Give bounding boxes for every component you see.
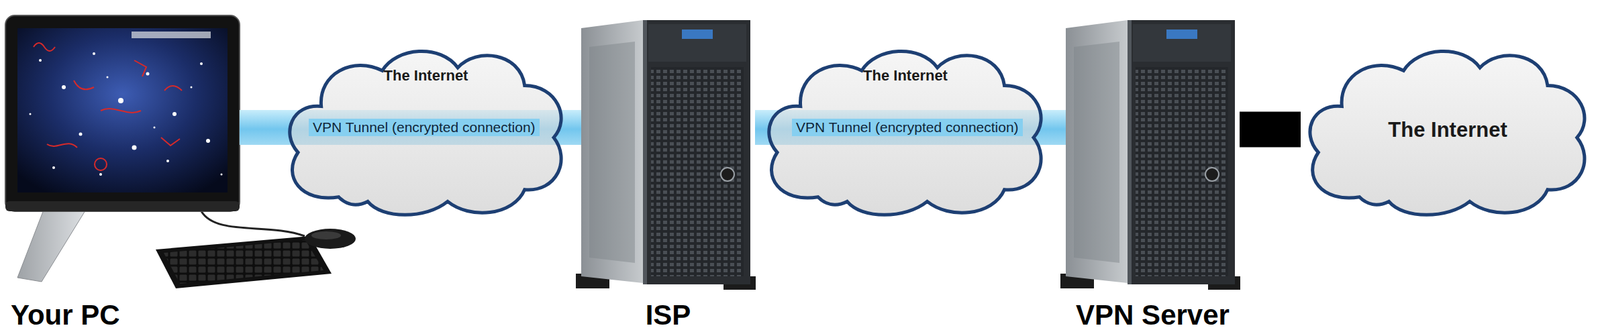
computer-illustration-part-part — [100, 108, 141, 113]
vpn-server: VPN Server — [1065, 20, 1240, 331]
server-tower-part — [1073, 41, 1120, 264]
computer-illustration-part-part — [172, 112, 177, 117]
computer-illustration-part — [304, 228, 356, 249]
server-tower-part — [720, 167, 735, 182]
server-tower-part — [1132, 24, 1231, 62]
cloud-label: The Internet — [383, 67, 469, 84]
server-tower-part — [642, 20, 751, 285]
server-tower-part — [642, 20, 647, 285]
computer-illustration-part-part — [200, 62, 203, 66]
cloud-label: The Internet — [1387, 118, 1507, 142]
server-tower-part — [1065, 20, 1128, 284]
computer-illustration-part-part — [29, 113, 32, 116]
cloud-outline — [1310, 51, 1585, 215]
computer-illustration-part — [311, 231, 341, 240]
computer-illustration-part — [29, 52, 223, 176]
computer-illustration-part-part — [106, 76, 109, 79]
server-tower-part — [1127, 20, 1235, 285]
computer-illustration-part-part — [118, 97, 124, 104]
computer-illustration-part-part — [79, 132, 83, 137]
edge-label-holder: VPN Tunnel (encrypted connection) — [308, 118, 540, 137]
computer-illustration-part-part — [61, 85, 66, 90]
computer-illustration-part-part — [46, 143, 78, 148]
computer-illustration-part-part — [94, 158, 107, 171]
server-tower-part — [589, 41, 635, 264]
server-tower-part — [1127, 20, 1132, 285]
edge-label-holder: VPN Tunnel (encrypted connection) — [791, 118, 1023, 137]
tunnel-label: VPN Tunnel (encrypted connection) — [791, 118, 1023, 137]
cloud-outline — [769, 51, 1041, 215]
computer-illustration-part-part — [206, 138, 211, 143]
computer-illustration-part-part — [38, 59, 42, 62]
computer-illustration-part-part — [146, 72, 150, 76]
computer-illustration-part — [5, 201, 240, 212]
computer-illustration-part-part — [52, 166, 56, 170]
computer-illustration-part — [163, 240, 324, 284]
computer-illustration-part-part — [92, 52, 96, 56]
computer-illustration-part-part — [33, 42, 56, 52]
computer-illustration-part-part — [134, 60, 147, 77]
computer-illustration-part-part — [164, 85, 182, 91]
computer: Your PC — [5, 15, 240, 331]
server-tower-part — [1135, 67, 1229, 277]
computer-illustration-part-part — [166, 159, 170, 163]
computer-illustration-part — [131, 31, 211, 39]
device-label: ISP — [645, 300, 692, 331]
cloud-label: The Internet — [863, 67, 948, 84]
device-label: Your PC — [10, 300, 121, 331]
computer-illustration-part-part — [132, 145, 137, 151]
server-tower-part — [651, 67, 744, 277]
server-tower-part — [1205, 167, 1219, 182]
computer-illustration-part — [201, 211, 305, 237]
cloud-outline — [289, 51, 562, 215]
tunnel-label: VPN Tunnel (encrypted connection) — [308, 118, 540, 137]
server-tower-part — [1166, 29, 1198, 39]
server-tower-part — [581, 20, 643, 284]
device-label: VPN Server — [1075, 300, 1230, 331]
server-tower-part — [681, 29, 713, 39]
computer-illustration-part — [17, 201, 89, 282]
internet-cloud: The Internet — [1300, 40, 1595, 220]
computer-illustration-part-part — [99, 173, 103, 176]
computer-illustration-part-part — [190, 86, 193, 89]
network-link — [1239, 112, 1301, 148]
computer-illustration-part-part — [220, 173, 223, 176]
computer-illustration-part-part — [161, 137, 180, 146]
isp-server: ISP — [581, 20, 756, 331]
computer-illustration-part-part — [73, 80, 94, 90]
computer-illustration-part — [33, 42, 182, 171]
computer-illustration-part — [5, 15, 240, 212]
server-tower — [1060, 20, 1241, 290]
computer-illustration-part — [155, 236, 332, 289]
computer-illustration-part — [5, 15, 240, 212]
computer-illustration-part-part — [153, 126, 156, 129]
computer-illustration-part — [17, 28, 228, 193]
server-tower — [575, 20, 756, 290]
server-tower-part — [648, 24, 747, 62]
